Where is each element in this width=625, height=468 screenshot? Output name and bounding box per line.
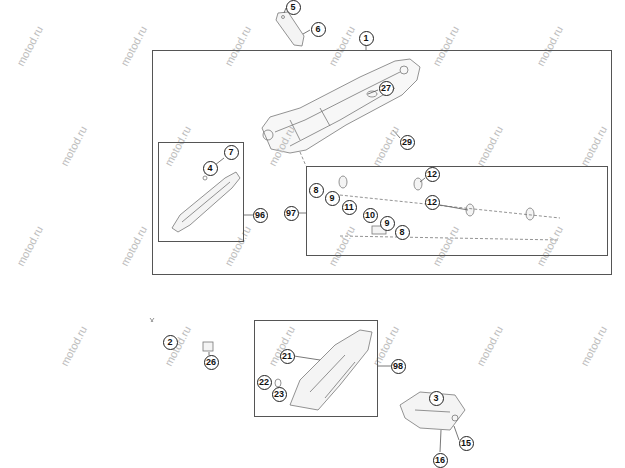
callout-number: 23 <box>272 387 287 402</box>
watermark: motod.ru <box>474 324 505 368</box>
watermark: motod.ru <box>474 124 505 168</box>
watermark: motod.ru <box>118 24 149 68</box>
watermark: motod.ru <box>222 224 253 268</box>
watermark: motod.ru <box>430 24 461 68</box>
callout-number: 27 <box>379 81 394 96</box>
watermark: motod.ru <box>118 224 149 268</box>
part-group-frame: 21 2223 <box>254 320 378 417</box>
watermark: motod.ru <box>578 324 609 368</box>
callout-number: 3 <box>429 391 444 406</box>
callout-number: 16 <box>433 453 448 468</box>
callout-number: 6 <box>311 22 326 37</box>
watermark: motod.ru <box>326 224 357 268</box>
watermark: motod.ru <box>534 224 565 268</box>
callout-number: 15 <box>459 436 474 451</box>
callout-number: 22 <box>257 375 272 390</box>
part-group-frame: 147121289111098 <box>152 50 612 275</box>
callout-number: 12 <box>425 195 440 210</box>
watermark: motod.ru <box>534 24 565 68</box>
callout-number: 29 <box>400 135 415 150</box>
callout-number: 9 <box>325 191 340 206</box>
callout-number: 21 <box>280 349 295 364</box>
callout-number: 5 <box>286 0 301 15</box>
callout-number: 10 <box>363 208 378 223</box>
callout-number: 8 <box>395 225 410 240</box>
watermark: motod.ru <box>222 24 253 68</box>
callout-number: 26 <box>204 355 219 370</box>
callout-number: 97 <box>284 206 299 221</box>
callout-number: 11 <box>342 200 357 215</box>
watermark: motod.ru <box>58 124 89 168</box>
watermark: motod.ru <box>162 124 193 168</box>
callout-number: 1 <box>359 31 374 46</box>
watermark: motod.ru <box>14 224 45 268</box>
callout-number: 7 <box>224 145 239 160</box>
part-group-frame: 121289111098 <box>306 166 608 256</box>
callout-number: 98 <box>391 359 406 374</box>
watermark: motod.ru <box>578 124 609 168</box>
watermark: motod.ru <box>430 224 461 268</box>
part-group-frame: 47 <box>158 142 244 242</box>
callout-number: 96 <box>253 208 268 223</box>
watermark: motod.ru <box>370 124 401 168</box>
callout-number: 12 <box>425 167 440 182</box>
watermark: motod.ru <box>58 324 89 368</box>
callout-number: 9 <box>380 216 395 231</box>
watermark: motod.ru <box>14 24 45 68</box>
callout-number: 4 <box>203 161 218 176</box>
callout-number: 2 <box>163 335 178 350</box>
callout-number: 8 <box>309 183 324 198</box>
watermark: motod.ru <box>326 24 357 68</box>
